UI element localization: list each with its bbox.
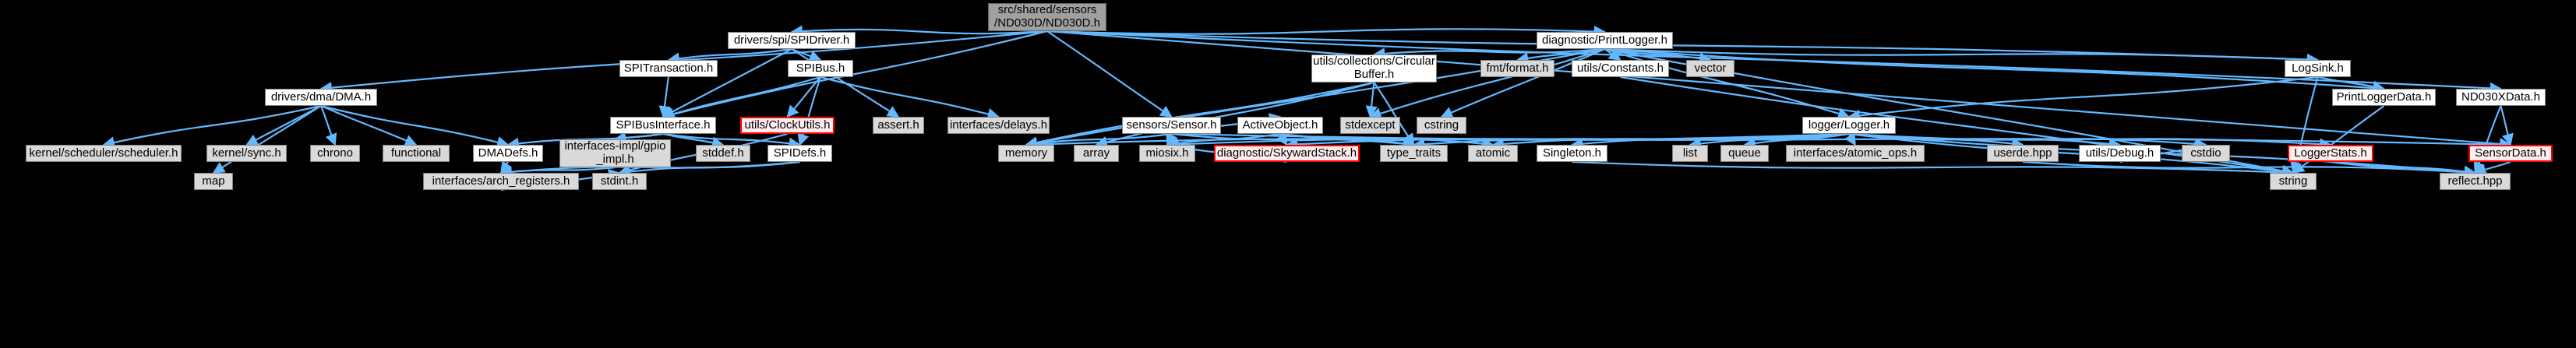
graph-edge-logger-to-loggerstats [1848,132,2332,150]
graph-node-gpioimpl[interactable]: interfaces-impl/gpio _impl.h [559,139,671,167]
graph-edge-circularbuffer-to-stdexcept [1365,82,1378,118]
graph-node-chrono[interactable]: chrono [310,145,360,162]
graph-node-circularbuffer[interactable]: utils/collections/Circular Buffer.h [1311,54,1437,83]
graph-edge-printlogger-to-logsink [1604,47,2320,66]
graph-node-string[interactable]: string [2270,173,2317,190]
graph-node-reflect[interactable]: reflect.hpp [2440,173,2511,190]
graph-node-stdint[interactable]: stdint.h [592,173,647,190]
graph-node-loggerstats[interactable]: LoggerStats.h [2288,145,2373,162]
graph-node-logsink[interactable]: LogSink.h [2285,60,2351,77]
graph-edge-printlogger-to-stdexcept [1369,47,1605,120]
graph-edge-circularbuffer-to-memory [1025,81,1374,149]
graph-edge-sensor-to-miosix [1166,132,1177,146]
graph-node-printloggerdata[interactable]: PrintLoggerData.h [2332,89,2436,106]
graph-node-activeobject[interactable]: ActiveObject.h [1237,117,1323,134]
graph-edge-logsink-to-logger [1847,76,2318,122]
graph-node-printlogger[interactable]: diagnostic/PrintLogger.h [1537,32,1673,49]
graph-edge-printlogger-to-printloggerdata [1604,47,2386,94]
graph-node-spibusinterface[interactable]: SPIBusInterface.h [610,117,716,134]
graph-node-spidefs[interactable]: SPIDefs.h [768,145,832,162]
graph-edge-root-to-spidriver [790,25,1048,37]
graph-node-root[interactable]: src/shared/sensors /ND030D/ND030D.h [988,3,1106,31]
graph-edge-dma-to-sync [245,105,322,146]
graph-edge-root-to-spibusinterface [662,30,1048,121]
graph-edge-dmadefs-to-archregisters [500,160,513,174]
graph-edge-logger-to-atomicops [1844,132,1856,146]
graph-node-cstdio[interactable]: cstdio [2182,145,2230,162]
graph-node-functional[interactable]: functional [383,145,450,162]
graph-node-list[interactable]: list [1672,145,1708,162]
graph-node-singleton[interactable]: Singleton.h [1537,145,1607,162]
graph-node-cstring[interactable]: cstring [1417,117,1466,134]
edge-group [102,25,2514,192]
graph-node-clockutils[interactable]: utils/ClockUtils.h [740,117,835,134]
graph-node-dmadefs[interactable]: DMADefs.h [473,145,543,162]
graph-edge-loggerstats-to-reflect [2330,160,2477,178]
graph-node-delays[interactable]: interfaces/delays.h [947,117,1050,134]
graph-node-atomic[interactable]: atomic [1468,145,1518,162]
graph-edge-dma-to-scheduler [102,104,322,149]
graph-edge-spibus-to-clockutils [786,76,821,118]
graph-node-assert[interactable]: assert.h [873,117,924,134]
graph-edge-logger-to-skywardstack [1285,132,1850,150]
graph-node-spitransaction[interactable]: SPITransaction.h [619,60,718,77]
graph-edge-root-to-sensor [1046,30,1173,118]
graph-edge-singleton-to-string [1572,160,2295,179]
graph-node-vector[interactable]: vector [1686,60,1734,77]
graph-edge-sensor-to-memory [1025,132,1172,149]
graph-node-sensordata[interactable]: SensorData.h [2468,145,2553,162]
graph-node-debug[interactable]: utils/Debug.h [2079,145,2161,162]
graph-node-scheduler[interactable]: kernel/scheduler/scheduler.h [26,145,182,162]
graph-node-fmtformat[interactable]: fmt/format.h [1480,60,1554,77]
graph-node-miosix[interactable]: miosix.h [1139,145,1195,162]
graph-node-constants[interactable]: utils/Constants.h [1572,60,1669,77]
graph-edge-userde-to-reflect [2022,160,2477,178]
graph-edge-sensordata-to-reflect [2474,160,2511,175]
graph-node-dma[interactable]: drivers/dma/DMA.h [265,89,377,106]
graph-node-stddef[interactable]: stddef.h [696,145,750,162]
graph-node-array[interactable]: array [1074,145,1119,162]
graph-edge-logsink-to-printloggerdata [2317,76,2386,93]
graph-edge-root-to-logsink [1046,30,2320,66]
graph-edge-spitransaction-to-spibusinterface [658,76,671,118]
graph-node-queue[interactable]: queue [1720,145,1769,162]
graph-edge-printloggerdata-to-string [2292,105,2385,174]
graph-edge-constants-to-string [1620,76,2295,178]
graph-node-archregisters[interactable]: interfaces/arch_registers.h [423,173,579,190]
graph-edge-root-to-printlogger [1046,25,1607,38]
graph-edge-gpioimpl-to-archregisters [499,165,616,178]
graph-edge-spidefs-to-archregisters [499,160,800,178]
graph-edge-dma-to-functional [320,104,418,146]
graph-edge-dma-to-dmadefs [320,104,510,149]
graph-edge-dma-to-map [212,105,322,174]
graph-node-typetraits[interactable]: type_traits [1380,145,1448,162]
graph-edge-nd030xdata-to-reflect [2473,105,2502,174]
graph-edge-spidriver-to-spitransaction [667,47,792,65]
graph-node-spibus[interactable]: SPIBus.h [788,60,853,77]
graph-edge-circularbuffer-to-typetraits [1373,82,1415,146]
graph-node-sensor[interactable]: sensors/Sensor.h [1122,117,1221,134]
graph-node-atomicops[interactable]: interfaces/atomic_ops.h [1786,145,1925,162]
graph-node-spidriver[interactable]: drivers/spi/SPIDriver.h [728,32,856,49]
graph-edge-spibus-to-spibusinterface [662,76,821,120]
graph-node-skywardstack[interactable]: diagnostic/SkywardStack.h [1214,145,1360,162]
graph-node-stdexcept[interactable]: stdexcept [1340,117,1400,134]
graph-edge-logger-to-string [1848,132,2295,178]
graph-node-sync[interactable]: kernel/sync.h [206,145,287,162]
graph-node-memory[interactable]: memory [998,145,1054,162]
graph-edge-printlogger-to-string [1604,47,2295,177]
graph-edge-nd030xdata-to-sensordata [2500,105,2514,146]
graph-edge-dma-to-chrono [319,105,337,146]
graph-edge-printlogger-to-circularbuffer [1372,47,1605,60]
graph-edge-spibus-to-spidefs [797,76,822,146]
graph-node-nd030xdata[interactable]: ND030XData.h [2456,89,2546,106]
graph-node-logger[interactable]: logger/Logger.h [1802,117,1896,134]
graph-node-map[interactable]: map [194,173,233,190]
graph-edge-spibusinterface-to-spidefs [662,132,802,149]
graph-node-userde[interactable]: userde.hpp [1987,145,2059,162]
graph-edge-spidriver-to-spibusinterface [662,48,792,118]
graph-edge-spibus-to-delays [820,76,1000,120]
